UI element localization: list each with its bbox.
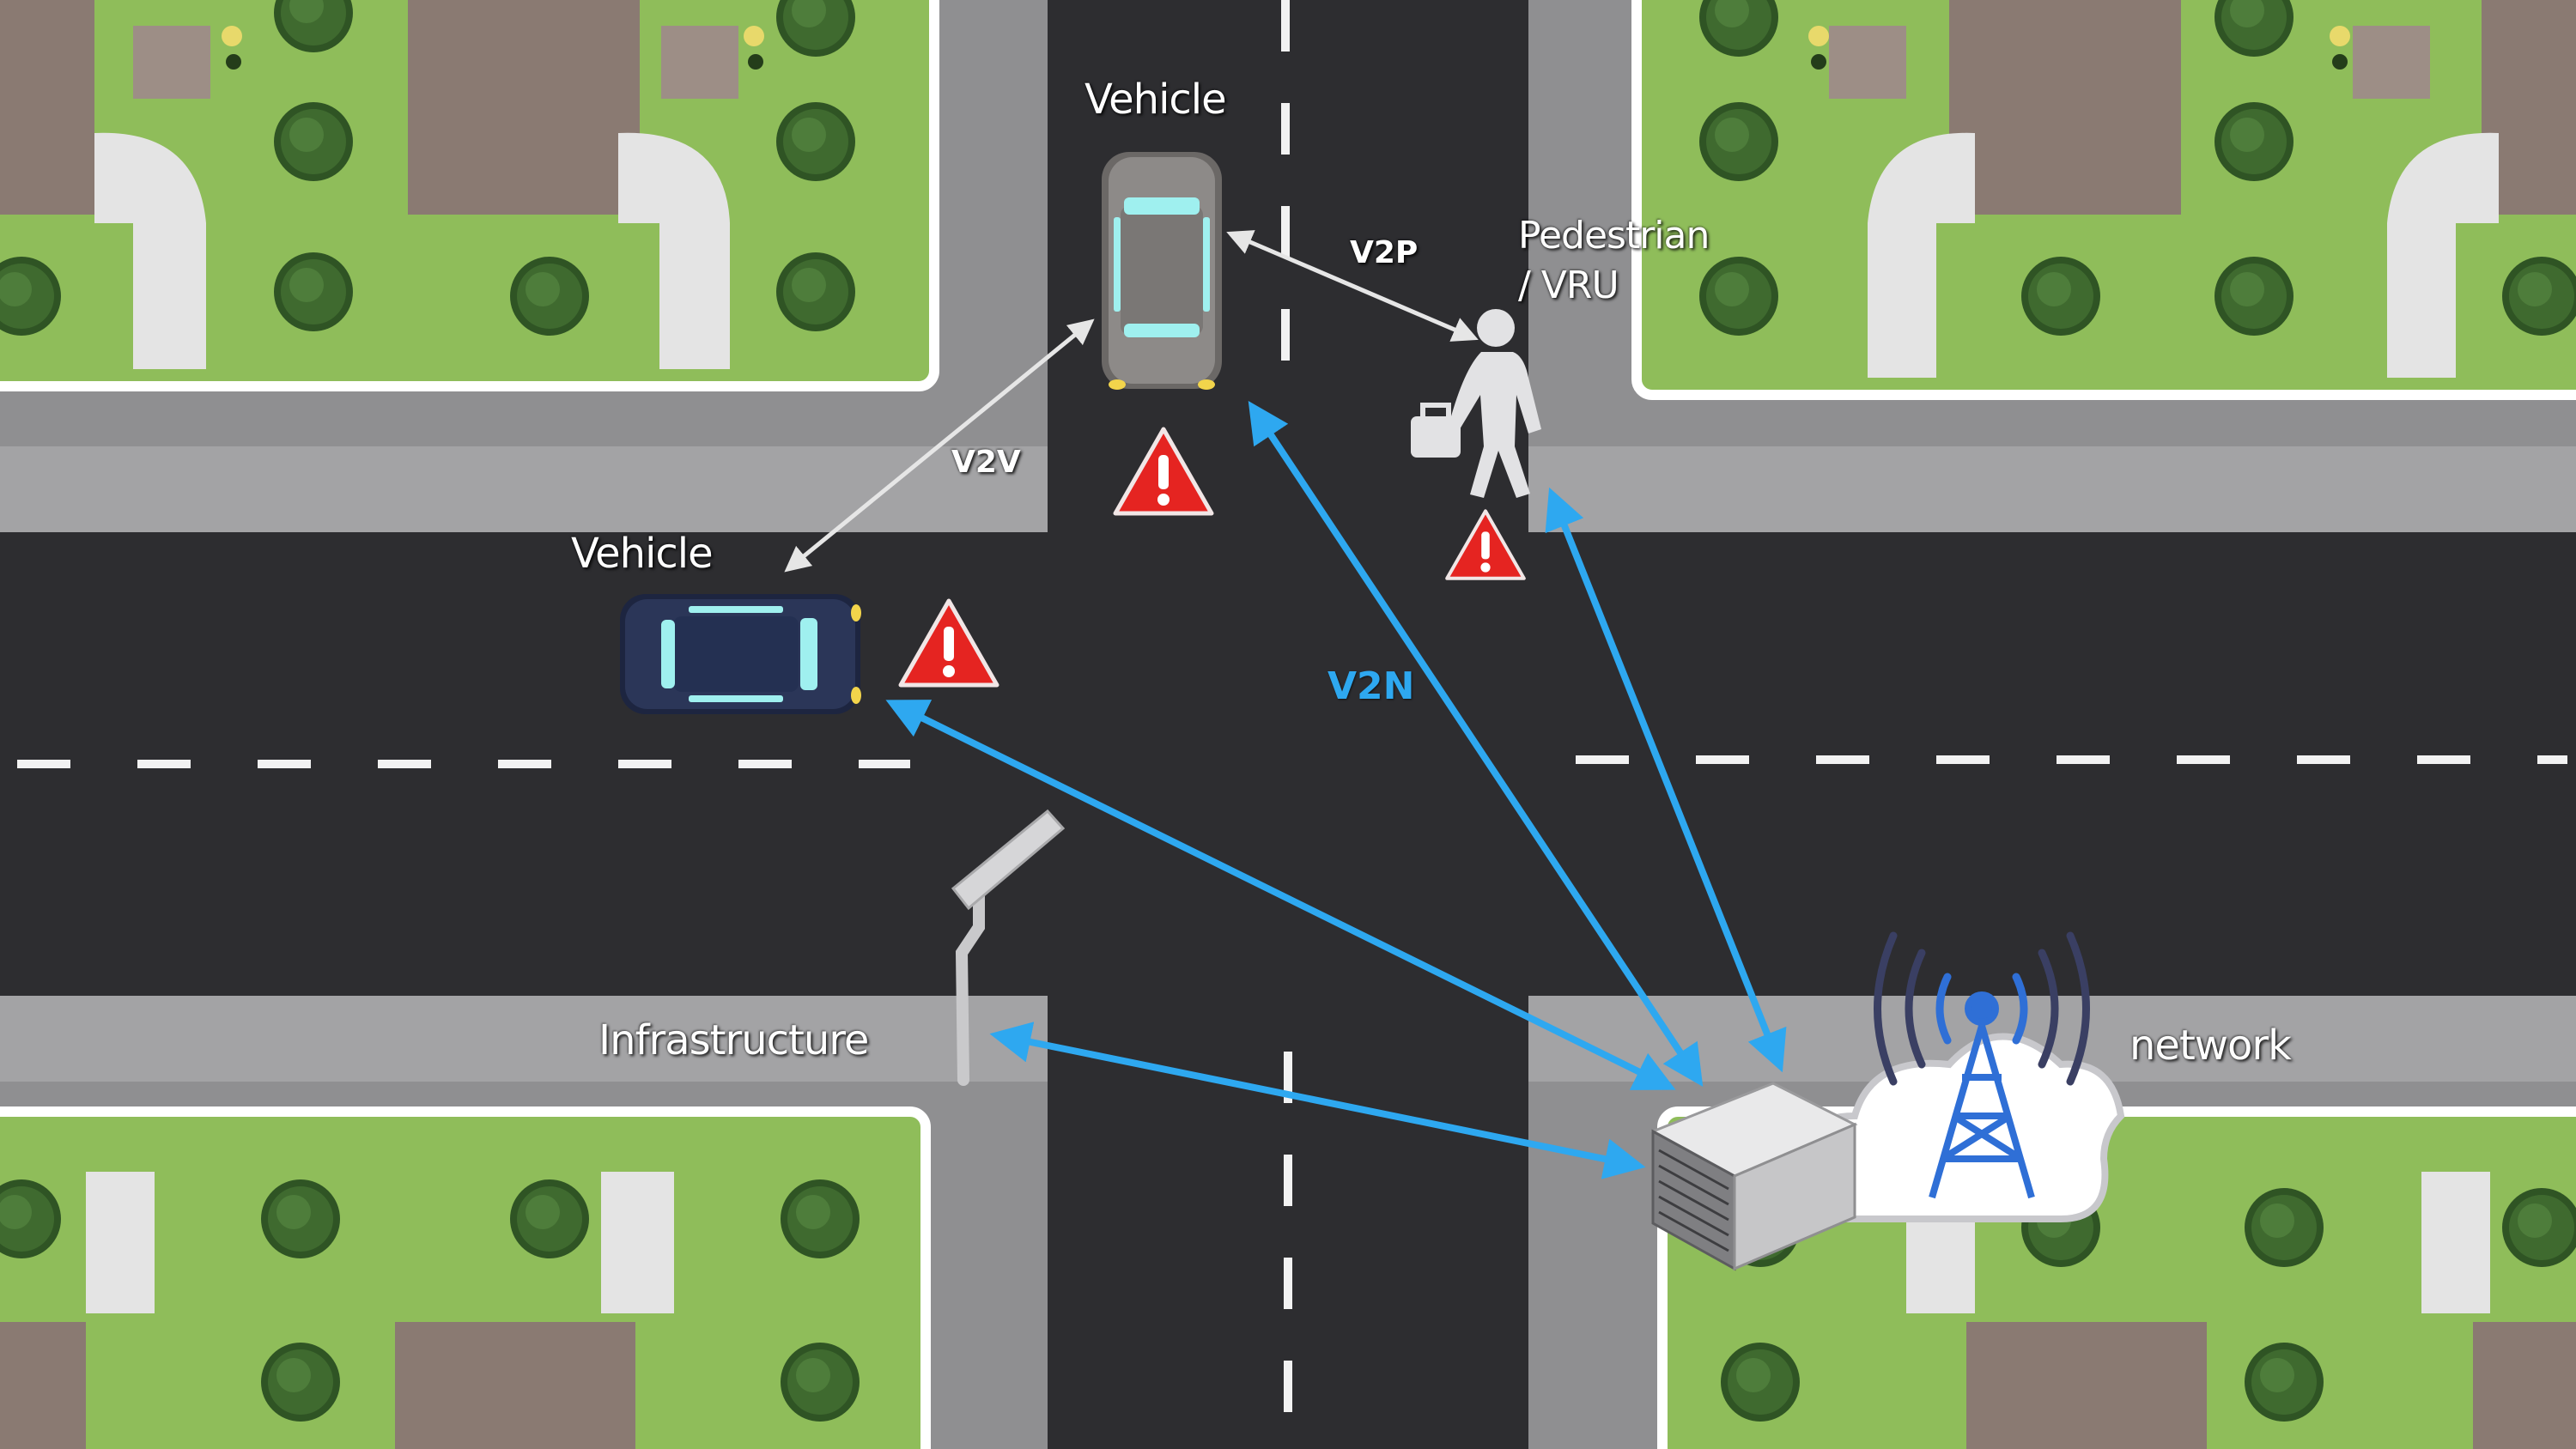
- vehicle-top-label: Vehicle: [1084, 76, 1227, 124]
- car-icon: [620, 594, 861, 714]
- network-label: network: [2129, 1022, 2292, 1070]
- v2v-link: [784, 318, 1095, 573]
- v2p-label: V2P: [1350, 235, 1419, 270]
- v2v-label: V2V: [951, 445, 1021, 480]
- cell-tower-icon: [1874, 931, 2090, 1199]
- server-icon: [1649, 1082, 1858, 1271]
- pedestrian-label: Pedestrian / VRU: [1518, 214, 1710, 307]
- v2x-links: [784, 230, 1787, 1179]
- vehicle-left-label: Vehicle: [571, 530, 714, 578]
- car-icon: [1102, 152, 1222, 390]
- v2n-label: V2N: [1327, 664, 1415, 708]
- infrastructure-label: Infrastructure: [598, 1016, 869, 1064]
- v2p-link: [1226, 230, 1479, 342]
- v2n-link: [989, 1022, 1646, 1179]
- v2n-link: [885, 700, 1676, 1090]
